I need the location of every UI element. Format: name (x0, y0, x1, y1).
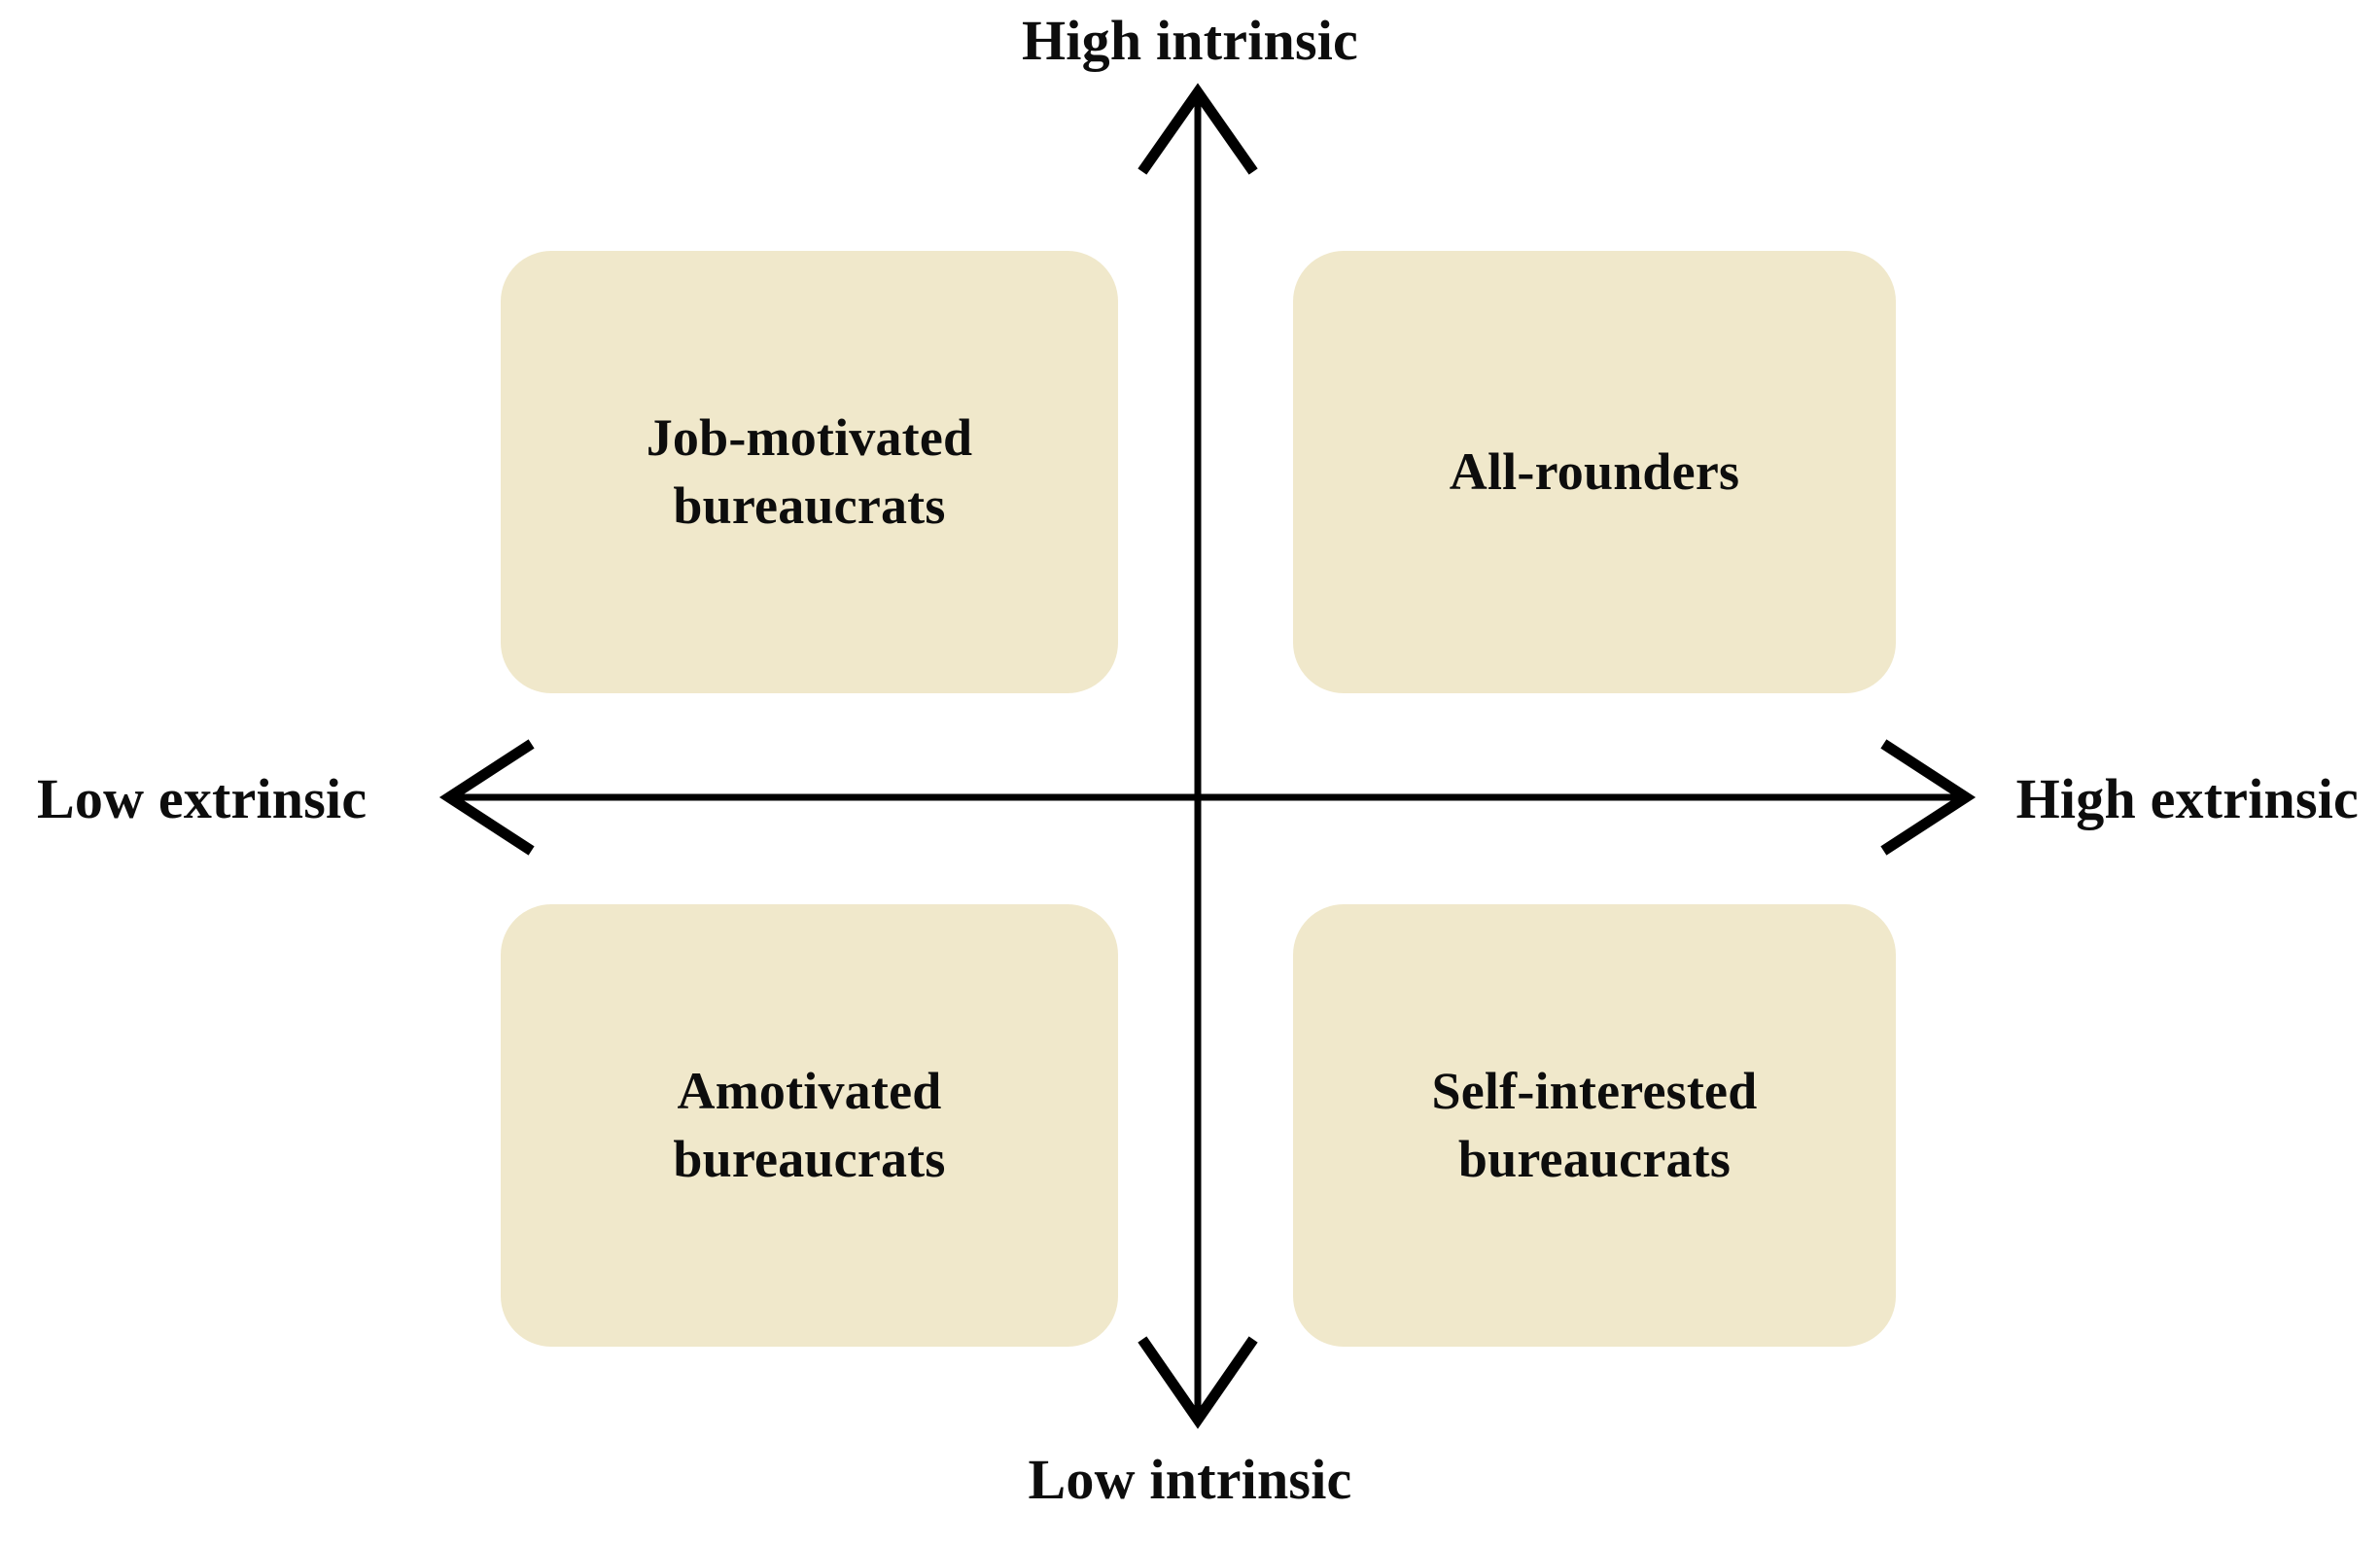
quadrant-label: Job-motivated bureaucrats (646, 408, 973, 535)
quadrant-box-all-rounders: All-rounders (1293, 251, 1896, 693)
quadrant-box-self-interested-bureaucrats: Self-interested bureaucrats (1293, 904, 1896, 1347)
axis-label-high-extrinsic: High extrinsic (2015, 767, 2359, 830)
quadrant-box-amotivated-bureaucrats: Amotivated bureaucrats (501, 904, 1118, 1347)
arrowhead-down-icon (1138, 1336, 1258, 1429)
quadrant-label: Amotivated bureaucrats (673, 1062, 946, 1188)
axis-label-high-intrinsic: High intrinsic (1021, 9, 1358, 72)
arrowhead-up-icon (1138, 83, 1258, 175)
quadrant-label: Self-interested bureaucrats (1431, 1062, 1758, 1188)
quadrant-label: All-rounders (1449, 441, 1740, 501)
arrowhead-right-icon (1880, 739, 1977, 856)
axis-label-low-extrinsic: Low extrinsic (37, 767, 368, 830)
quadrant-box-job-motivated-bureaucrats: Job-motivated bureaucrats (501, 251, 1118, 693)
axis-label-low-intrinsic: Low intrinsic (1028, 1448, 1352, 1511)
arrowhead-left-icon (438, 739, 535, 856)
